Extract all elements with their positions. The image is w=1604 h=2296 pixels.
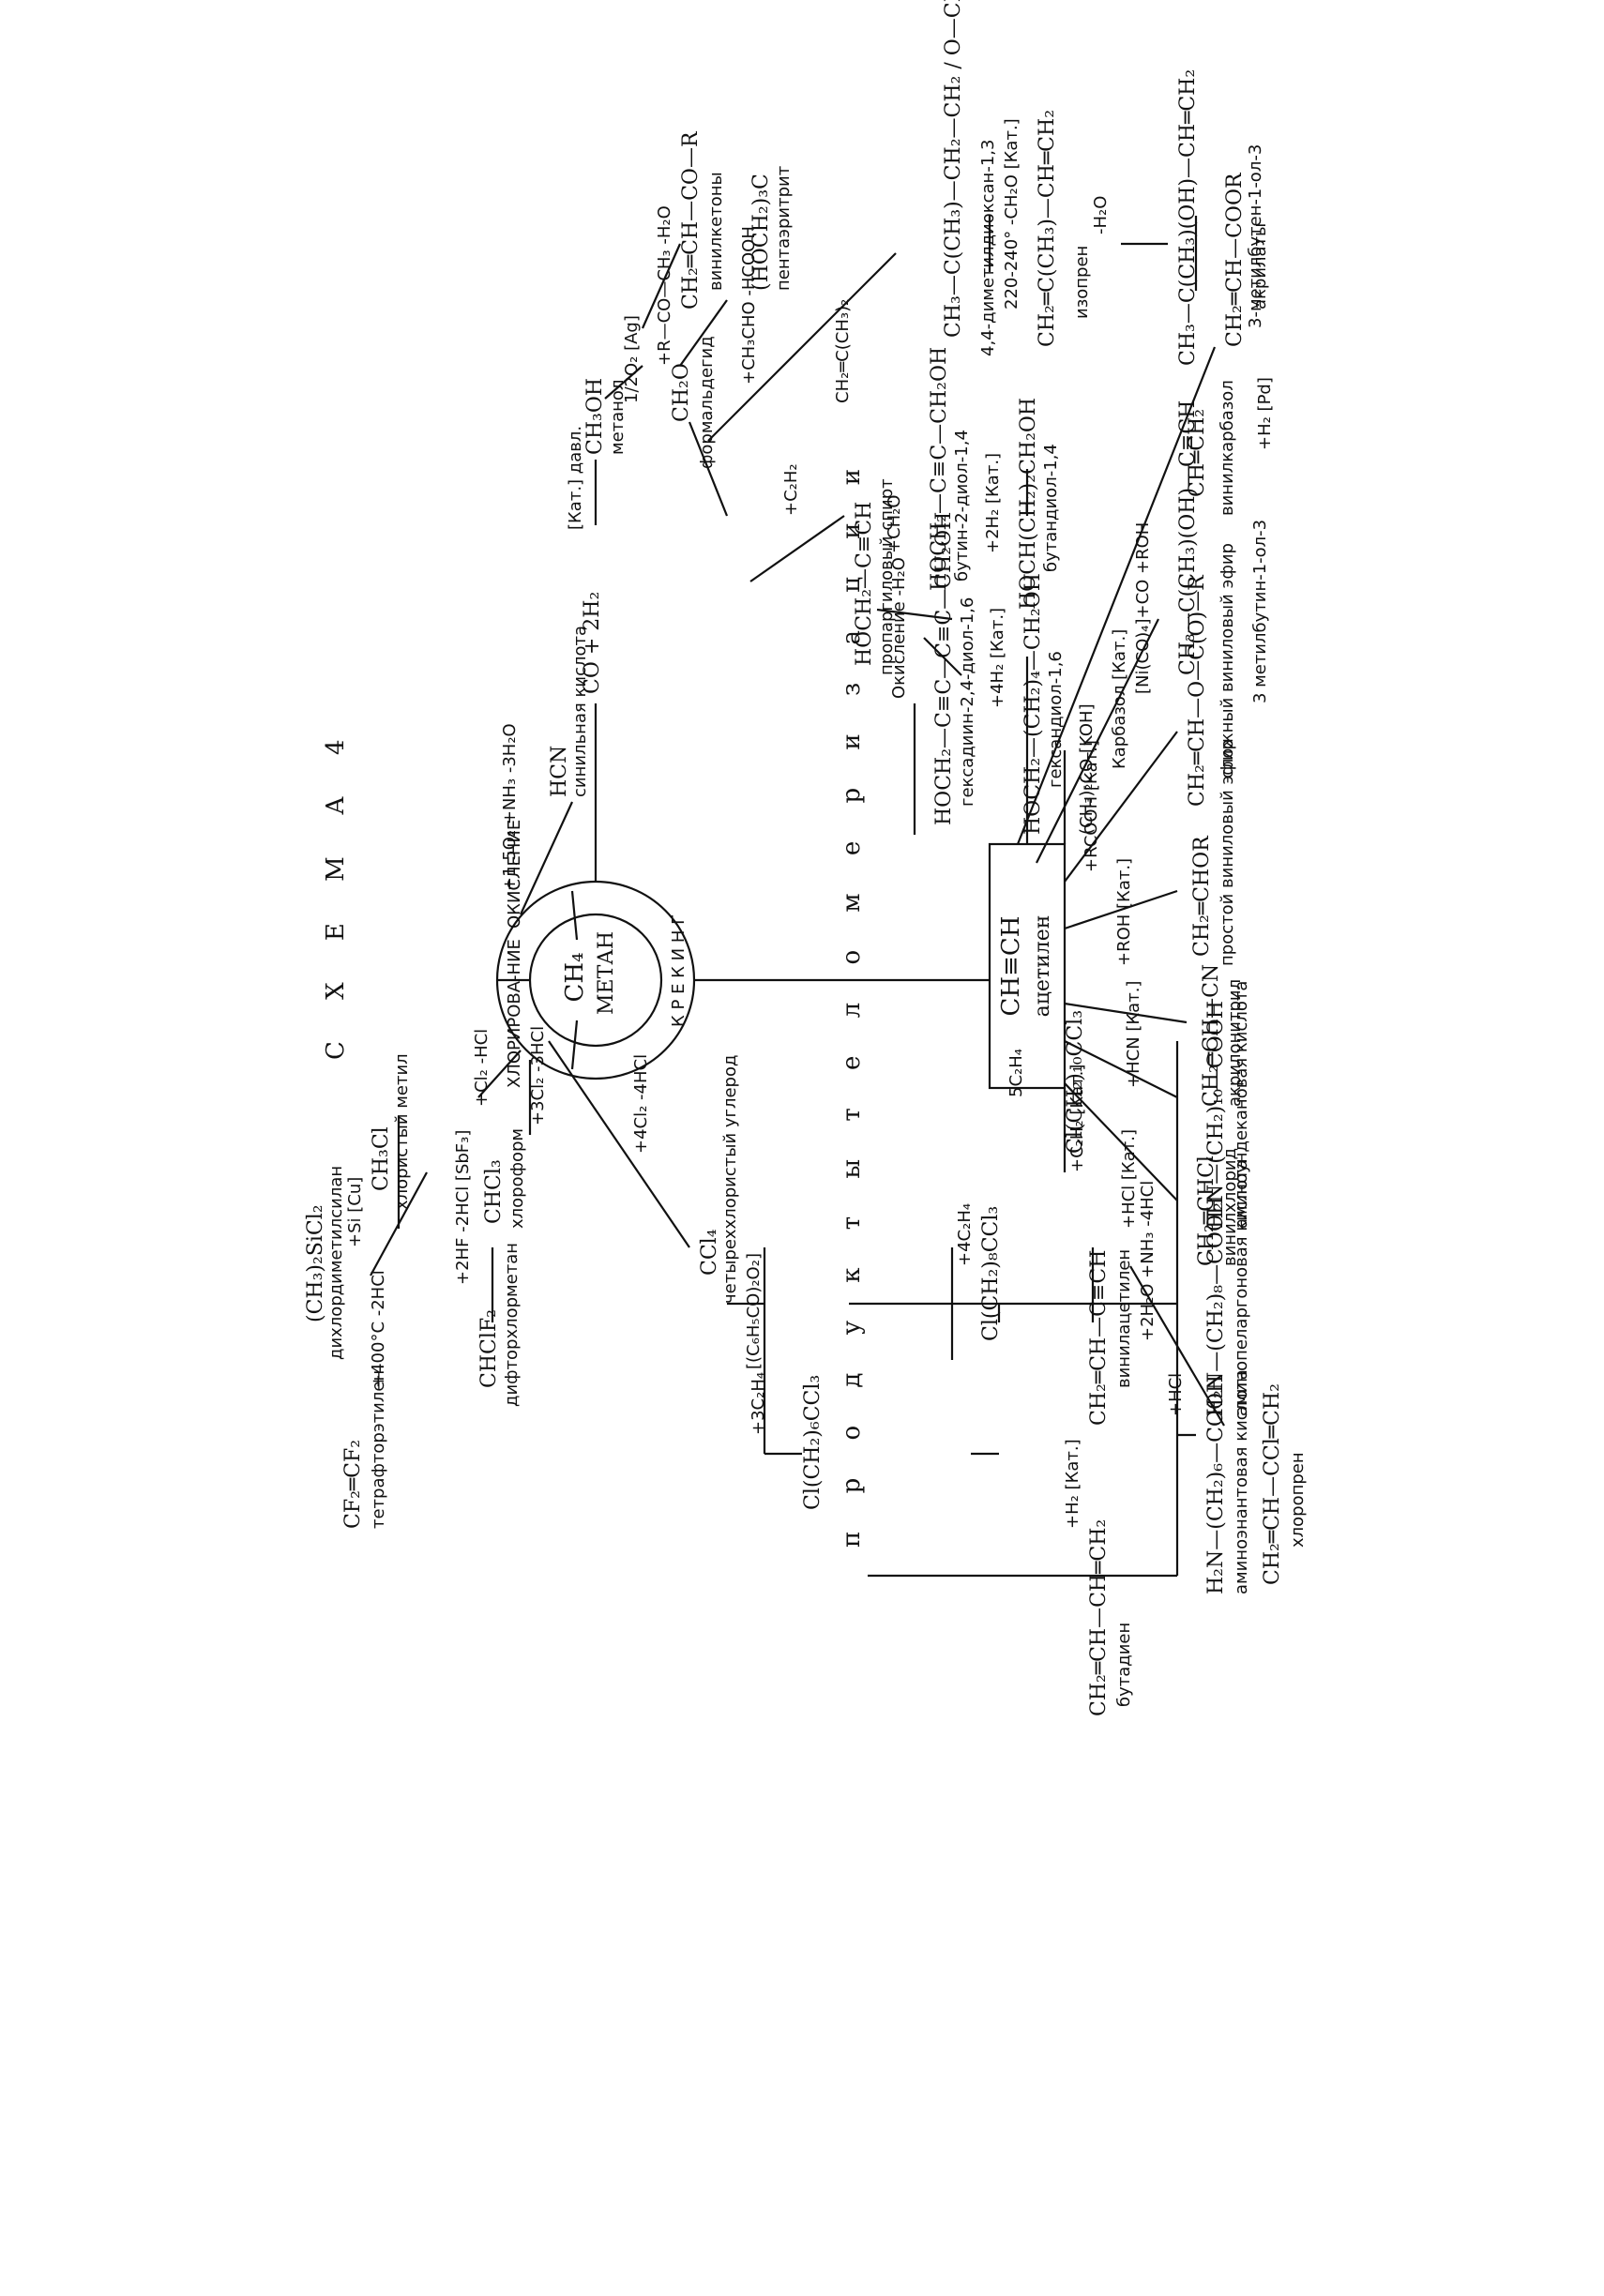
acrylonitrile-formula: CH₂═CH—CN bbox=[1200, 963, 1223, 1107]
isoprene-condition: 220-240° -CH₂O [Кат.] bbox=[1002, 118, 1021, 310]
rotated-scheme: С Х Е М А 4 CH₄ МЕТАН ОКИСЛЕНИЕ ХЛОРИРОВ… bbox=[239, 0, 1346, 1829]
hub-formula: CH₄ bbox=[561, 952, 589, 1003]
chloroform-formula: CHCl₃ bbox=[482, 1159, 506, 1224]
butanediol-condition: +2H₂ [Кат.] bbox=[983, 452, 1003, 553]
methylbutynol-condition: +H₂ [Pd] bbox=[1255, 377, 1275, 450]
ccl4-condition: +4Cl₂ -4HCl bbox=[631, 1053, 651, 1154]
telomer-label: п р о д у к т ы т е л о м е р и з а ц и … bbox=[838, 453, 866, 1548]
butynediol-condition: +CH₂O bbox=[885, 494, 904, 553]
formaldehyde-formula: CH₂O bbox=[670, 363, 693, 422]
methylbutenol-formula: CH₃—C(CH₃)(OH)—CH═CH₂ bbox=[1176, 68, 1200, 366]
dioxane-condition: CH₂═C(CH₃)₂ bbox=[833, 298, 853, 403]
propargyl-condition: +C₂H₂ bbox=[781, 463, 801, 516]
methylbutenol-condition: -H₂O bbox=[1091, 195, 1111, 234]
carbazole-condition: Карбазол [Кат.] bbox=[1110, 628, 1129, 769]
butanediol-name: бутандиол-1,4 bbox=[1041, 444, 1061, 572]
vinylketone-condition: +R—CO—CH₃ -H₂O bbox=[655, 205, 674, 366]
hcn-condition: +1,5O₂ +NH₃ -3H₂O bbox=[500, 723, 520, 891]
tfe-name: тетрафторэтилен bbox=[369, 1369, 388, 1529]
freon-formula: CHClF₂ bbox=[477, 1309, 501, 1388]
silane-name: дихлордиметилсилан bbox=[326, 1165, 346, 1360]
vinylester-name: сложный виниловый эфир bbox=[1218, 543, 1237, 778]
acrylonitrile-name: акрилонитрил bbox=[1225, 978, 1245, 1107]
butadiene-name: бутадиен bbox=[1114, 1622, 1134, 1707]
butadiene-formula: CH₂═CH—CH═CH₂ bbox=[1087, 1518, 1111, 1716]
chloroform-name: хлороформ bbox=[507, 1127, 527, 1229]
chloromethyl-condition: +Cl₂ -HCl bbox=[472, 1028, 492, 1107]
hub-name: МЕТАН bbox=[595, 930, 618, 1015]
vinylacetylene-condition: +C₂H₂ [Кат.] bbox=[1067, 1064, 1087, 1172]
acrylate-formula: CH₂═CH—COOR bbox=[1223, 173, 1247, 347]
pentaerythritol-formula: (HOCH₂)₃C bbox=[749, 174, 773, 291]
isoprene-formula: CH₂═C(CH₃)—CH═CH₂ bbox=[1036, 109, 1059, 347]
silane-condition: +Si [Cu] bbox=[345, 1176, 365, 1247]
freon-name: дифторхлорметан bbox=[502, 1243, 522, 1407]
vinylchloride-name: винилхлорид bbox=[1220, 1147, 1240, 1266]
ring-label-chlorination: ХЛОРИРОВА-НИЕ bbox=[505, 939, 524, 1088]
vinylcarbazole-formula: CH═CH₂ bbox=[1186, 408, 1209, 497]
telomer-1-formula: Cl(CH₂)₆CCl₃ bbox=[801, 1374, 825, 1510]
chloroprene-condition: +HCl bbox=[1166, 1372, 1186, 1416]
vinylcarbazole-name: винилкарбазол bbox=[1218, 380, 1237, 516]
methanol-formula: CH₃OH bbox=[583, 377, 607, 455]
chloromethyl-formula: CH₃Cl bbox=[370, 1126, 393, 1191]
acetylene-name: ацетилен bbox=[1031, 914, 1054, 1018]
ccl4-name: четыреххлористый углерод bbox=[720, 1054, 740, 1304]
vinylchloride-formula: CH₂═CHCl bbox=[1195, 1156, 1218, 1266]
chloromethyl-name: хлористый метил bbox=[392, 1053, 412, 1210]
vinylketone-name: винилкетоны bbox=[706, 172, 726, 291]
acrylate-condition: [Ni(CO)₄]+CO +ROH bbox=[1133, 521, 1153, 694]
vinylketone-formula: CH₂═CH—CO—R bbox=[679, 131, 703, 310]
ccl4-formula: CCl₄ bbox=[698, 1229, 721, 1276]
acrylate-name: акрилаты bbox=[1250, 222, 1270, 310]
vinylether-formula: CH₂═CHOR bbox=[1190, 836, 1214, 957]
dioxane-formula: CH₃—C(CH₃)—CH₂—CH₂ / O—CH₂—O bbox=[942, 0, 965, 338]
formaldehyde-name: формальдегид bbox=[697, 336, 717, 469]
methylbutynol-name: 3 метилбутин-1-ол-3 bbox=[1250, 519, 1270, 703]
isoprene-name: изопрен bbox=[1072, 245, 1092, 319]
chloroform-condition: +3Cl₂ -3HCl bbox=[528, 1025, 548, 1125]
chloroprene-formula: CH₂═CH—CCl═CH₂ bbox=[1261, 1383, 1284, 1585]
silane-formula: (CH₃)₂SiCl₂ bbox=[304, 1204, 327, 1322]
tfe-formula: CF₂═CF₂ bbox=[341, 1439, 365, 1529]
telomer-2-condition: +4C₂H₄ bbox=[955, 1202, 975, 1266]
hexadiyne-formula: HOCH₂—C≡C—C≡C—CH₂OH bbox=[932, 511, 956, 825]
vinylacetylene-formula: CH₂═CH—C≡CH bbox=[1087, 1249, 1111, 1426]
connector-lines bbox=[370, 216, 1225, 1578]
vinylester-formula: CH₂═CH—O—C(O)—R bbox=[1186, 575, 1209, 807]
telomer-2-formula: Cl(CH₂)₈CCl₃ bbox=[979, 1205, 1003, 1341]
hexanediol-name: гександиол-1,6 bbox=[1046, 651, 1066, 788]
chloroprene-name: хлоропрен bbox=[1288, 1452, 1308, 1548]
amination-condition: +2H₂O +NH₃ -4HCl bbox=[1138, 1180, 1158, 1341]
hexanediol-formula: HOCH₂—(CH₂)₄—CH₂OH bbox=[1021, 573, 1045, 835]
vinylether-condition: +ROH [Кат.] bbox=[1114, 857, 1134, 966]
freon-condition: +2HF -2HCl [SbF₃] bbox=[453, 1129, 473, 1285]
syngas-formula: CO + 2H₂ bbox=[581, 591, 604, 694]
pentaerythritol-name: пентаэритрит bbox=[774, 165, 794, 291]
butynediol-name: бутин-2-диол-1,4 bbox=[952, 430, 972, 582]
butadiene-condition: +H₂ [Кат.] bbox=[1063, 1439, 1082, 1529]
hexanediol-condition: +4H₂ [Кат.] bbox=[988, 607, 1007, 708]
formaldehyde-condition: 1/2O₂ [Ag] bbox=[622, 315, 642, 403]
acetylene-formula: CH≡CH bbox=[997, 915, 1025, 1017]
telomer-3-condition: 5C₂H₄ bbox=[1006, 1049, 1026, 1097]
vinylacetylene-name: винилацетилен bbox=[1114, 1248, 1134, 1388]
ring-label-cracking: К Р Е К И Н Г bbox=[669, 914, 689, 1027]
scheme-title: С Х Е М А 4 bbox=[322, 722, 350, 1060]
dioxane-name: 4,4-диметилдиоксан-1,3 bbox=[978, 139, 998, 356]
hexadiyne-condition: Окисление -H₂O bbox=[889, 557, 909, 699]
hcn-formula: HCN bbox=[548, 745, 571, 797]
hexadiyne-name: гексадиин-2,4-диол-1,6 bbox=[958, 597, 977, 807]
acrylonitrile-condition: +HCN [Кат.] bbox=[1124, 980, 1143, 1088]
vinylester-condition: +RCOOH [Кат.] bbox=[1082, 740, 1101, 872]
vinylchloride-condition: +HCl [Кат.] bbox=[1119, 1129, 1139, 1229]
telomer-1-condition: +3C₂H₄ bbox=[749, 1371, 768, 1435]
peroxide-condition: [(C₆H₅CO)₂O₂] bbox=[744, 1253, 764, 1369]
